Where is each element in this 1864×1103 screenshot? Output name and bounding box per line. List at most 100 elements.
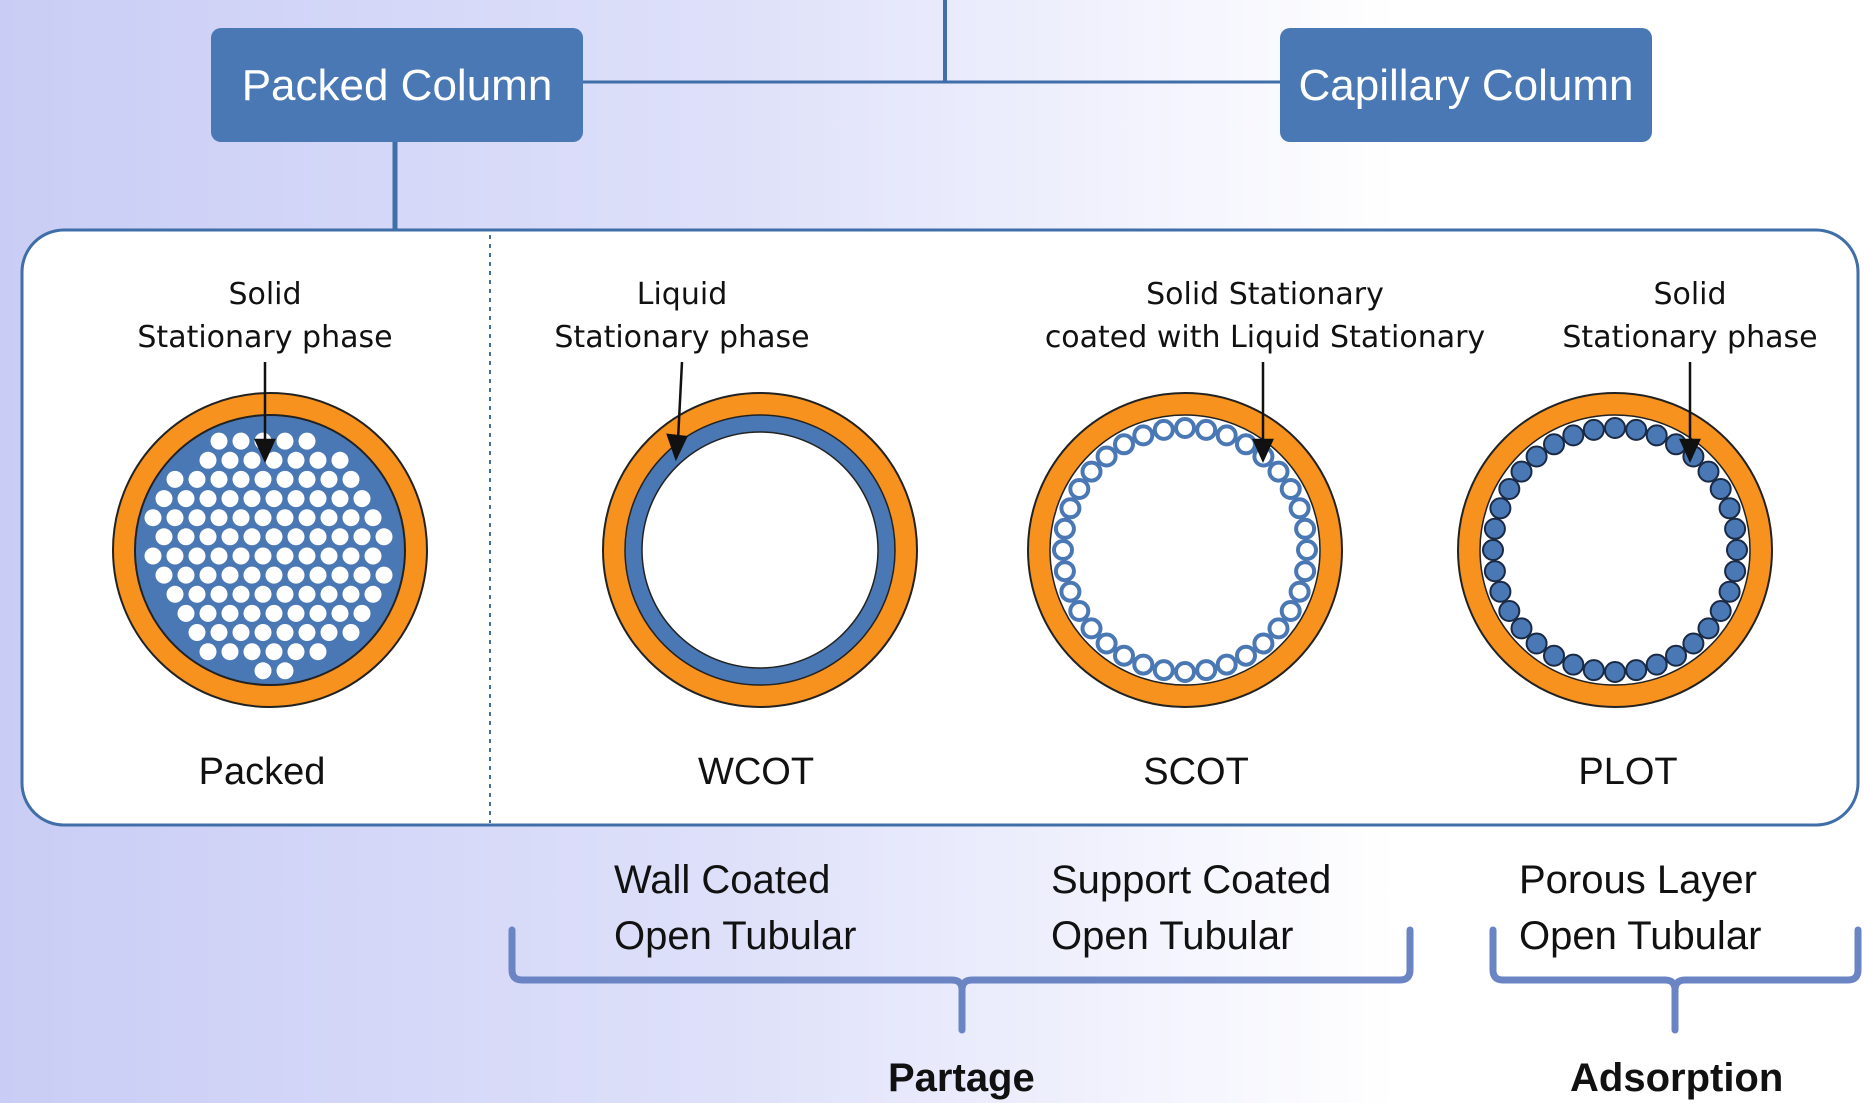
porous-particle <box>1645 424 1668 447</box>
scot-annotation-line1: Solid Stationary <box>1146 277 1384 312</box>
porous-particle <box>1562 653 1585 676</box>
packing-bead <box>298 470 316 488</box>
porous-particle <box>1724 517 1747 540</box>
support-bead <box>1080 460 1103 483</box>
packing-bead <box>287 451 305 469</box>
packing-bead <box>243 566 261 584</box>
support-bead <box>1132 424 1155 447</box>
support-bead <box>1053 560 1076 583</box>
porous-particle <box>1718 580 1741 603</box>
support-bead <box>1296 539 1318 561</box>
packing-bead <box>331 528 349 546</box>
packing-bead <box>210 432 228 450</box>
packed-column-title: Packed Column <box>242 61 553 110</box>
packing-bead <box>309 490 327 508</box>
packing-bead <box>375 528 393 546</box>
porous-particle <box>1582 659 1605 682</box>
packing-bead <box>254 470 272 488</box>
plot-description-line1: Porous Layer <box>1519 858 1757 902</box>
packing-bead <box>188 547 206 565</box>
packing-bead <box>166 509 184 527</box>
porous-particle <box>1510 617 1533 640</box>
scot-description-line1: Support Coated <box>1051 858 1332 902</box>
scot-arrow <box>1252 362 1274 464</box>
packing-bead <box>353 604 371 622</box>
porous-particle <box>1709 478 1732 500</box>
packing-bead <box>199 604 217 622</box>
packing-bead <box>254 624 272 641</box>
porous-particle <box>1483 560 1506 583</box>
support-bead <box>1267 617 1290 640</box>
packing-bead <box>276 547 294 565</box>
support-bead <box>1195 418 1218 441</box>
packing-bead <box>254 662 272 680</box>
packing-bead <box>188 470 206 488</box>
packing-bead <box>342 509 360 527</box>
partage-bracket <box>508 926 1414 1034</box>
packing-bead <box>331 490 349 508</box>
porous-particle <box>1543 433 1565 456</box>
packed-column-box <box>211 28 583 142</box>
support-bead <box>1053 517 1076 540</box>
packing-bead <box>144 547 162 565</box>
packing-bead <box>364 585 382 603</box>
packing-bead <box>342 547 360 565</box>
packing-bead <box>276 662 294 680</box>
support-bead <box>1294 560 1317 583</box>
capillary-column-box <box>1280 28 1652 142</box>
porous-particle <box>1483 517 1506 540</box>
porous-particle <box>1724 560 1747 583</box>
packing-bead <box>287 528 305 546</box>
support-bead <box>1113 433 1135 456</box>
packing-bead <box>243 604 261 622</box>
packing-bead <box>243 451 261 469</box>
packing-bead <box>309 528 327 546</box>
packing-bead <box>221 490 239 508</box>
plot-annotation-line1: Solid <box>1653 277 1726 312</box>
packed-type-label: Packed <box>199 751 326 793</box>
packing-bead <box>342 470 360 488</box>
porous-particle <box>1726 539 1748 561</box>
packing-bead <box>210 470 228 488</box>
packing-bead <box>221 528 239 546</box>
support-bead <box>1288 497 1311 520</box>
porous-particle <box>1498 600 1521 622</box>
scot-description: Support Coated Open Tubular <box>1051 852 1331 964</box>
plot-description-line2: Open Tubular <box>1519 914 1762 958</box>
packing-bead <box>155 566 173 584</box>
support-bead <box>1152 418 1175 441</box>
porous-particle <box>1489 580 1512 603</box>
packing-bead <box>287 490 305 508</box>
porous-particle <box>1562 424 1585 447</box>
support-bead <box>1132 653 1155 676</box>
packing-bead <box>265 451 283 469</box>
support-bead <box>1095 632 1118 655</box>
packed-annotation-line2: Stationary phase <box>137 320 392 355</box>
packing-bead <box>265 528 283 546</box>
porous-particle <box>1510 460 1533 483</box>
packing-bead <box>276 585 294 603</box>
packing-bead <box>166 470 184 488</box>
support-bead <box>1068 478 1091 500</box>
packing-bead <box>276 470 294 488</box>
wcot-arrow <box>666 361 688 462</box>
packing-bead <box>353 490 371 508</box>
packing-bead <box>276 624 294 641</box>
packing-bead <box>199 643 217 661</box>
packing-bead <box>298 624 316 641</box>
packing-bead <box>199 490 217 508</box>
packing-bead <box>342 624 360 641</box>
porous-particle <box>1582 418 1605 441</box>
packing-bead <box>309 451 327 469</box>
packing-bead <box>232 547 250 565</box>
packing-bead <box>287 643 305 661</box>
packing-bead <box>232 432 250 450</box>
packing-bead <box>298 585 316 603</box>
support-bead <box>1279 478 1302 500</box>
packing-bead <box>210 585 228 603</box>
packed-cross-section <box>112 392 428 708</box>
packing-bead <box>221 451 239 469</box>
support-bead <box>1152 659 1175 682</box>
packing-bead <box>364 547 382 565</box>
